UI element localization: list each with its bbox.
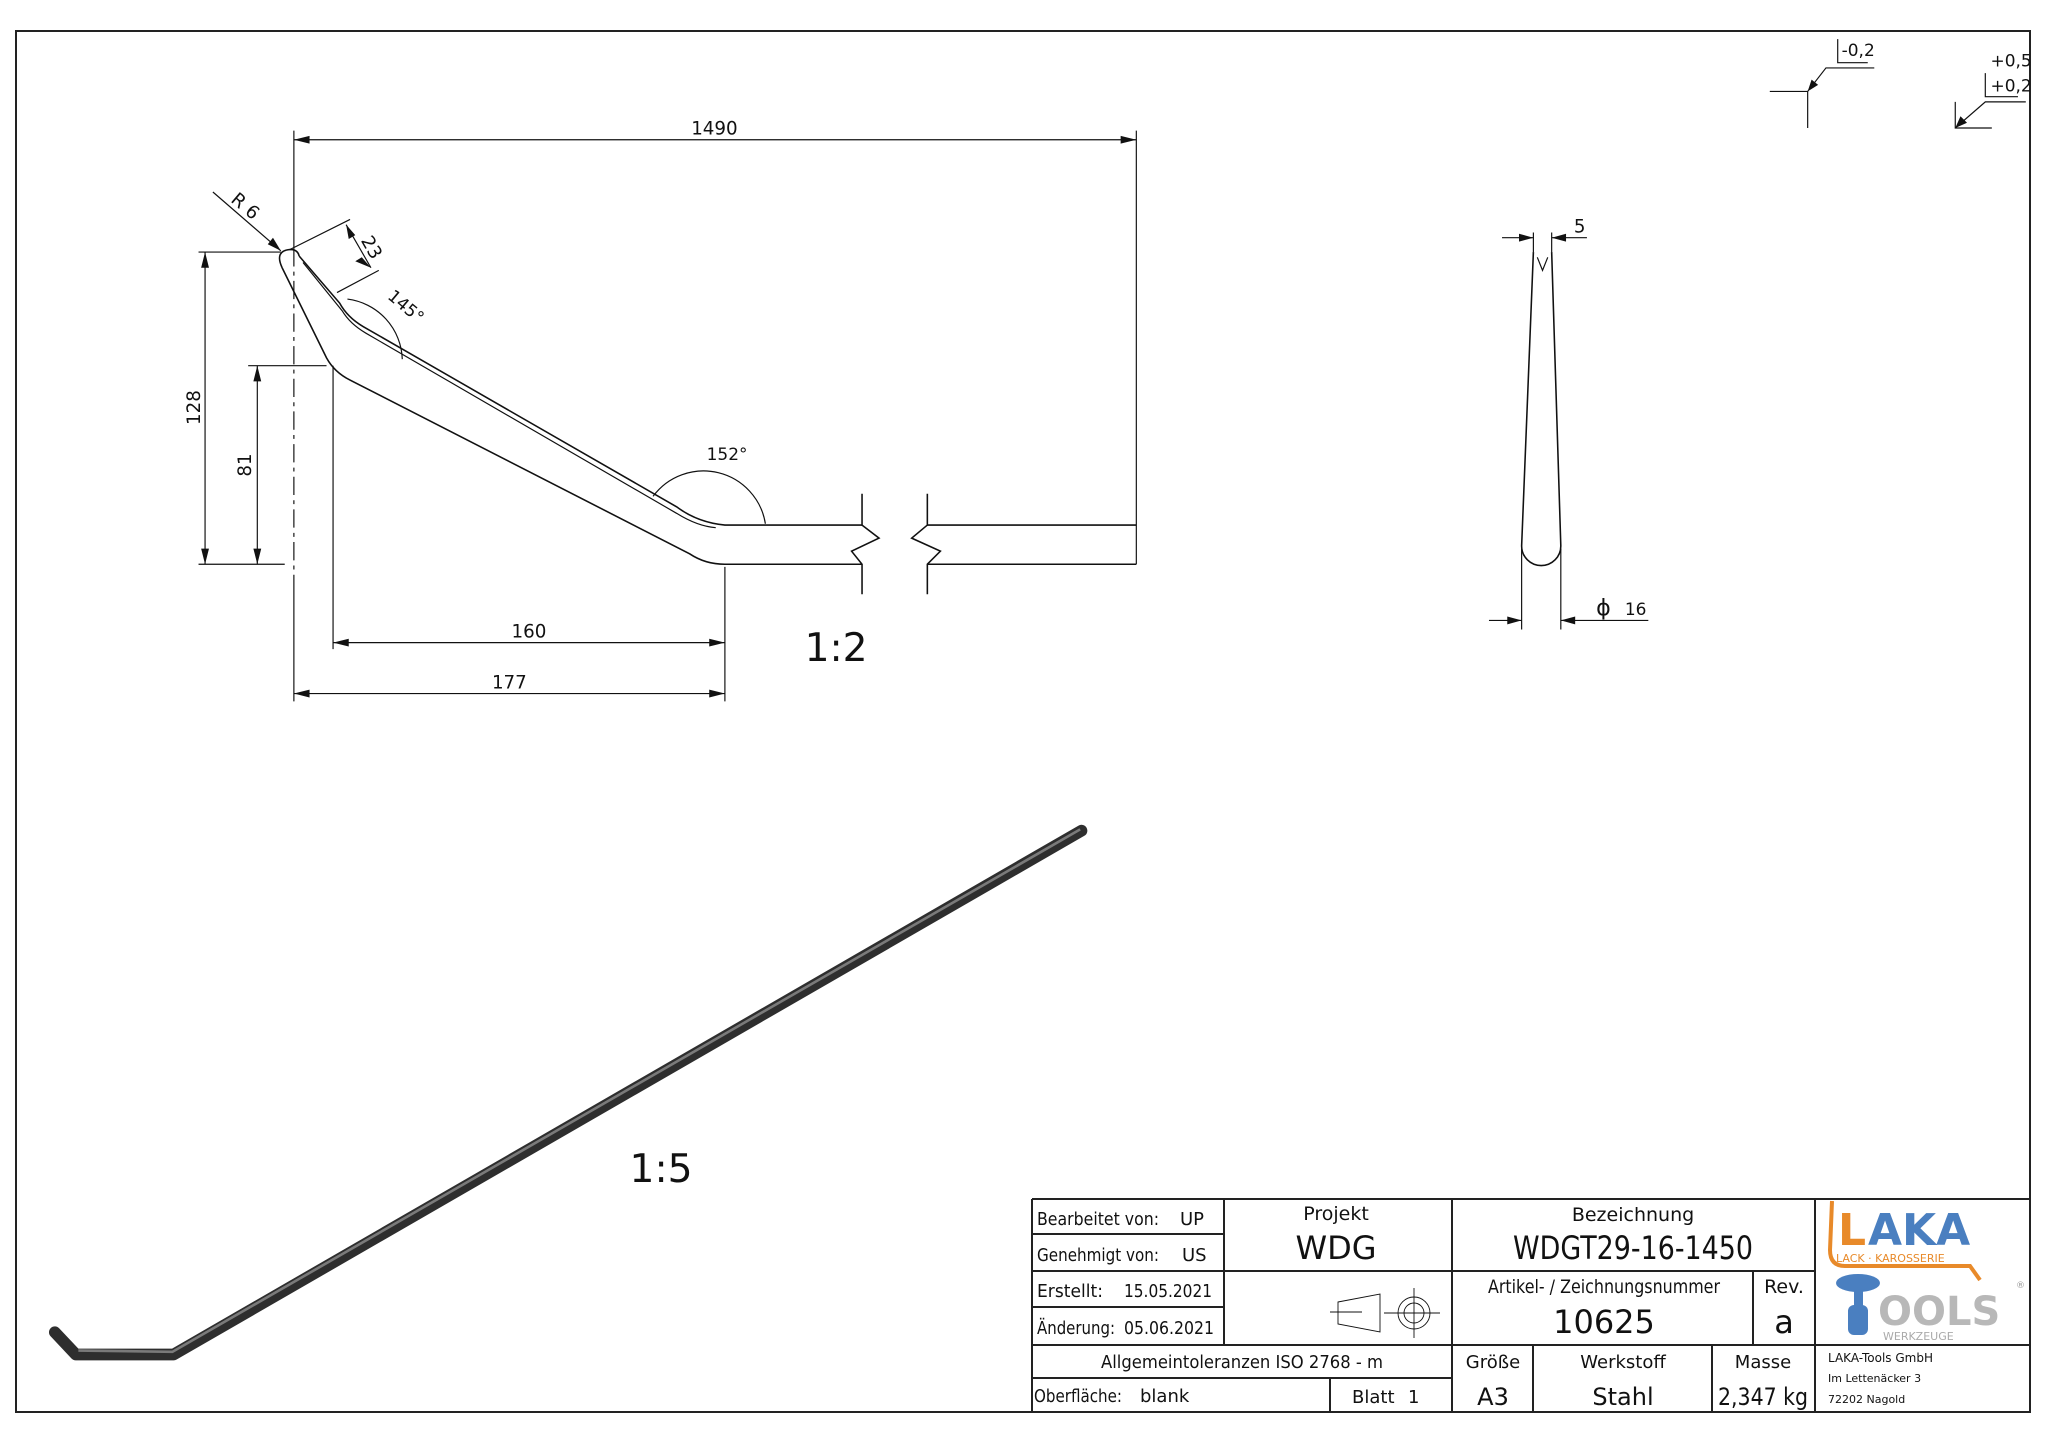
projection-symbol-icon	[1330, 1288, 1440, 1338]
side-view: 1490 128 81 160 177 R 6 23 145° 152° 1:2	[184, 119, 1137, 702]
iso-view: 1:5	[48, 824, 1088, 1361]
dim-128: 128	[184, 390, 205, 425]
company-street: Im Lettenäcker 3	[1828, 1372, 1921, 1385]
projekt-label: Projekt	[1303, 1203, 1369, 1225]
dim-160: 160	[512, 621, 547, 642]
erstellt-value: 15.05.2021	[1124, 1281, 1212, 1302]
aenderung-value: 05.06.2021	[1124, 1318, 1214, 1339]
nummer-value: 10625	[1553, 1303, 1655, 1341]
werkstoff-value: Stahl	[1592, 1383, 1653, 1411]
blatt-label: Blatt	[1352, 1387, 1395, 1408]
rod-profile-lower	[281, 267, 863, 566]
bearbeitet-label: Bearbeitet von:	[1037, 1209, 1159, 1230]
break-line-left	[850, 493, 881, 595]
logo-subtitle: LACK · KAROSSERIE	[1836, 1252, 1945, 1265]
toleranzen-text: Allgemeintoleranzen ISO 2768 - m	[1101, 1352, 1383, 1373]
tolerance-text-lower: +0,2	[1991, 76, 2032, 96]
tolerance-text: -0,2	[1842, 41, 1875, 61]
drawing-frame	[15, 30, 2031, 1413]
nummer-label: Artikel- / Zeichnungsnummer	[1488, 1276, 1720, 1298]
dim-radius: R 6	[227, 189, 264, 224]
scale-label-side: 1:2	[805, 626, 868, 671]
bezeichnung-label: Bezeichnung	[1572, 1204, 1694, 1226]
diameter-symbol: ϕ	[1596, 595, 1611, 621]
genehmigt-label: Genehmigt von:	[1037, 1245, 1159, 1266]
rev-label: Rev.	[1764, 1276, 1804, 1298]
dim-angle-145: 145°	[383, 286, 427, 328]
logo-registered: ®	[2016, 1281, 2025, 1291]
title-block: Bearbeitet von: UP Genehmigt von: US Ers…	[1031, 1198, 2030, 1412]
groesse-value: A3	[1477, 1383, 1509, 1411]
dim-1490: 1490	[691, 119, 738, 140]
company-name: LAKA-Tools GmbH	[1828, 1351, 1933, 1365]
logo-l: L	[1838, 1205, 1866, 1256]
masse-label: Masse	[1735, 1352, 1791, 1373]
erstellt-label: Erstellt:	[1037, 1281, 1103, 1302]
end-view: 5 ϕ 16	[1488, 216, 1649, 630]
tolerance-text-upper: +0,5	[1991, 52, 2032, 72]
logo-werkzeuge: WERKZEUGE	[1883, 1330, 1954, 1343]
edge-tolerance-inner: +0,5 +0,2	[1954, 52, 2032, 129]
projekt-value: WDG	[1295, 1229, 1376, 1267]
rod-profile-upper	[298, 255, 863, 526]
oberflaeche-label: Oberfläche:	[1034, 1386, 1122, 1407]
werkstoff-label: Werkstoff	[1580, 1352, 1666, 1373]
masse-value: 2,347 kg	[1718, 1383, 1808, 1411]
logo-ools: OOLS	[1878, 1289, 2000, 1335]
bezeichnung-value: WDGT29-16-1450	[1513, 1229, 1753, 1267]
edge-tolerance-outer: -0,2	[1769, 39, 1875, 128]
dim-5: 5	[1574, 216, 1586, 237]
company-city: 72202 Nagold	[1828, 1393, 1905, 1406]
groesse-label: Größe	[1466, 1352, 1520, 1373]
dim-177: 177	[492, 672, 527, 693]
bearbeitet-value: UP	[1180, 1209, 1204, 1230]
blatt-value: 1	[1408, 1387, 1419, 1408]
genehmigt-value: US	[1182, 1245, 1207, 1266]
scale-label-iso: 1:5	[630, 1147, 693, 1192]
dim-16: 16	[1625, 600, 1647, 620]
dim-81: 81	[235, 453, 256, 476]
aenderung-label: Änderung:	[1037, 1318, 1115, 1339]
oberflaeche-value: blank	[1140, 1386, 1190, 1407]
laka-tools-logo: L AKA LACK · KAROSSERIE OOLS ® WERKZEUGE	[1827, 1200, 2025, 1343]
rev-value: a	[1774, 1303, 1794, 1341]
break-line-right	[910, 493, 942, 595]
logo-aka: AKA	[1868, 1205, 1970, 1256]
dim-angle-152: 152°	[707, 445, 748, 465]
